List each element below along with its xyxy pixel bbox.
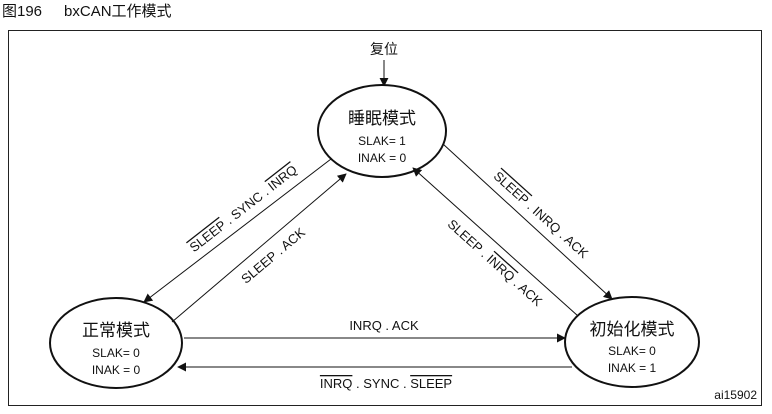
init-state-inak: INAK = 1 xyxy=(608,361,657,375)
arrow-init-to-sleep xyxy=(412,167,579,317)
label-init-to-sleep-ack: . ACK xyxy=(508,273,546,309)
normal-state-inak: INAK = 0 xyxy=(92,363,141,377)
figure-id: ai15902 xyxy=(714,388,757,402)
reset-label: 复位 xyxy=(370,41,398,57)
label-init-to-normal: INRQ . SYNC . SLEEP xyxy=(320,376,452,391)
arrow-normal-to-sleep xyxy=(171,173,347,323)
sleep-state-title: 睡眠模式 xyxy=(348,109,416,128)
label-sleep-to-init: SLEEP . INRQ . ACK xyxy=(491,168,592,261)
label-init-to-normal-sync: . SYNC . xyxy=(352,376,410,391)
figure-number: 图196 xyxy=(2,3,43,20)
sleep-state-inak: INAK = 0 xyxy=(358,151,407,165)
arrow-sleep-to-normal xyxy=(143,158,332,303)
label-sleep-to-normal-inrq: INRQ xyxy=(265,162,300,194)
arrow-sleep-to-init xyxy=(442,143,613,300)
normal-state-slak: SLAK= 0 xyxy=(92,346,140,360)
label-init-to-normal-sleep: SLEEP xyxy=(410,376,452,391)
diagram-frame xyxy=(8,30,762,406)
normal-state-title: 正常模式 xyxy=(82,321,150,340)
figure-caption: 图196 bxCAN工作模式 xyxy=(2,2,172,22)
label-sleep-to-normal-sync: . SYNC . xyxy=(219,182,274,229)
label-init-to-sleep-sleep: SLEEP . xyxy=(445,216,494,262)
sleep-state-slak: SLAK= 1 xyxy=(358,134,406,148)
label-sleep-to-init-rest: . INRQ . ACK xyxy=(522,196,592,261)
label-sleep-to-init-sleep: SLEEP xyxy=(491,168,532,207)
init-state-slak: SLAK= 0 xyxy=(608,344,656,358)
sleep-state xyxy=(317,84,447,178)
label-sleep-to-normal-sleep: SLEEP xyxy=(187,218,229,255)
label-normal-to-init: INRQ . ACK xyxy=(349,318,419,333)
normal-state xyxy=(49,297,183,389)
label-init-to-normal-inrq: INRQ xyxy=(320,376,353,391)
init-state-title: 初始化模式 xyxy=(590,320,675,339)
label-init-to-sleep: SLEEP . INRQ . ACK xyxy=(445,216,546,309)
figure-title: bxCAN工作模式 xyxy=(64,3,172,20)
label-normal-to-sleep: SLEEP . ACK xyxy=(238,224,308,286)
